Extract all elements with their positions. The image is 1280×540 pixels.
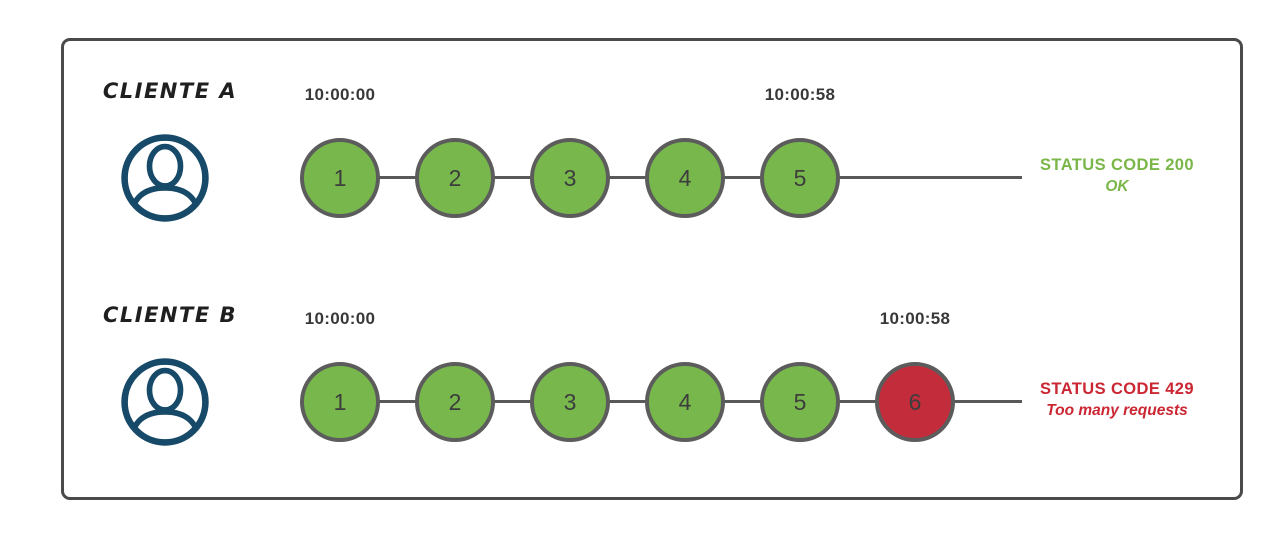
client-label: CLIENTE B [102, 303, 237, 327]
request-circle: 5 [760, 362, 840, 442]
user-avatar-icon [121, 134, 209, 222]
request-circle: 1 [300, 362, 380, 442]
client-label: CLIENTE A [102, 79, 238, 103]
request-circle: 2 [415, 138, 495, 218]
status-message-text: Too many requests [1046, 402, 1188, 419]
status-label: STATUS CODE 429 Too many requests [1024, 379, 1210, 421]
end-time-label: 10:00:58 [764, 85, 836, 104]
status-code-text: STATUS CODE 429 [1040, 380, 1194, 398]
request-circle: 3 [530, 138, 610, 218]
status-code-text: STATUS CODE 200 [1040, 156, 1194, 174]
request-circle: 1 [300, 138, 380, 218]
status-label: STATUS CODE 200 OK [1024, 155, 1210, 197]
start-time-label: 10:00:00 [304, 85, 376, 104]
status-message-text: OK [1105, 178, 1129, 195]
request-circle: 4 [645, 362, 725, 442]
start-time-label: 10:00:00 [304, 309, 376, 328]
request-circle: 3 [530, 362, 610, 442]
request-circle: 4 [645, 138, 725, 218]
end-time-label: 10:00:58 [879, 309, 951, 328]
request-circle: 5 [760, 138, 840, 218]
request-circle: 2 [415, 362, 495, 442]
request-circle: 6 [875, 362, 955, 442]
user-avatar-icon [121, 358, 209, 446]
